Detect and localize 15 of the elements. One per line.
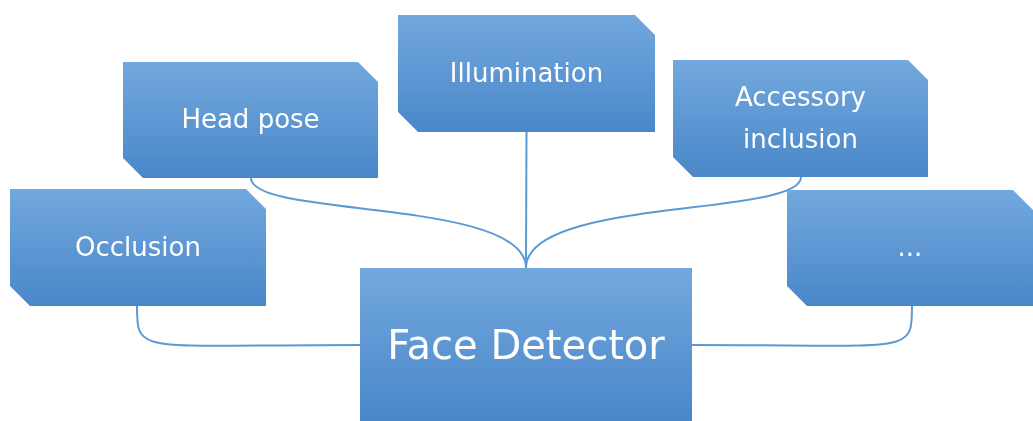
snipped-corner-box [10, 189, 266, 306]
box-label: ... [896, 231, 924, 265]
connector-line [691, 305, 913, 347]
connector-line [136, 305, 361, 347]
snipped-corner-box [123, 62, 378, 178]
box-label: Illumination [448, 56, 605, 90]
snipped-corner-box [398, 15, 655, 132]
box-label: Face Detector [386, 320, 666, 370]
box-label: Accessory inclusion [734, 80, 867, 156]
process-box [360, 268, 692, 421]
connector-line [525, 176, 802, 269]
box-label: Occlusion [74, 230, 202, 264]
snipped-corner-box [673, 60, 928, 177]
snipped-corner-box [787, 190, 1033, 306]
box-label: Head pose [180, 103, 321, 137]
